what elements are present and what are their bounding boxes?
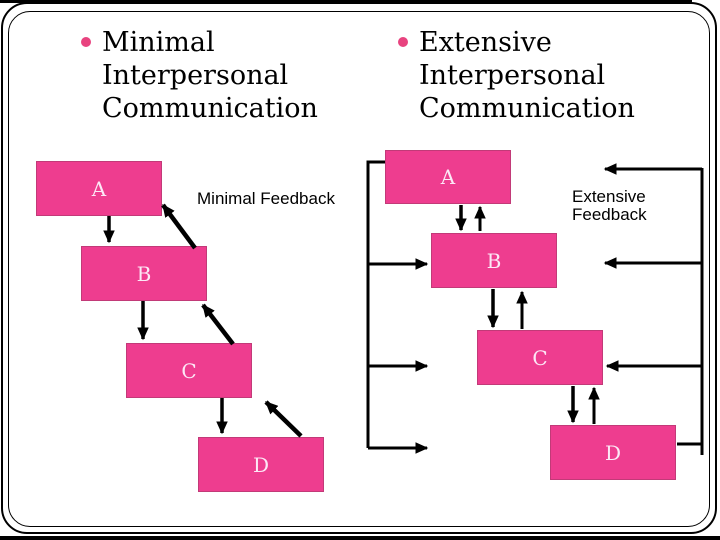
- bullet-item-extensive: Extensive Interpersonal Communication: [398, 26, 664, 125]
- extensive-diagram-box-a[interactable]: A: [385, 150, 511, 204]
- minimal-diagram-arrows: [103, 203, 303, 438]
- bracket-line-left: [366, 160, 385, 448]
- extensive-diagram-box-c[interactable]: C: [477, 330, 603, 385]
- extensive-diagram-box-d[interactable]: D: [550, 425, 676, 480]
- minimal-diagram-box-d[interactable]: D: [198, 437, 324, 492]
- minimal-diagram-box-a[interactable]: A: [36, 161, 162, 216]
- extensive-feedback-label: Extensive Feedback: [572, 187, 647, 224]
- feedback-arrow-d-to-c: [264, 400, 303, 438]
- slide-edge-top: [0, 0, 692, 3]
- minimal-diagram-box-c[interactable]: C: [126, 343, 252, 398]
- feedback-arrow-b-to-a: [161, 203, 197, 250]
- extensive-diagram-left-bracket: [366, 160, 429, 454]
- title-extensive-communication: Extensive Interpersonal Communication: [419, 27, 635, 124]
- slide-edge-bottom: [0, 536, 720, 540]
- minimal-feedback-label: Minimal Feedback: [197, 189, 335, 208]
- bullet-item-minimal: Minimal Interpersonal Communication: [81, 26, 347, 125]
- minimal-diagram-box-b[interactable]: B: [81, 246, 207, 301]
- feedback-arrow-c-to-b: [201, 303, 235, 346]
- bullet-icon: [81, 37, 91, 47]
- title-minimal-communication: Minimal Interpersonal Communication: [102, 27, 318, 124]
- bullet-icon: [398, 37, 408, 47]
- extensive-diagram-box-b[interactable]: B: [431, 233, 557, 288]
